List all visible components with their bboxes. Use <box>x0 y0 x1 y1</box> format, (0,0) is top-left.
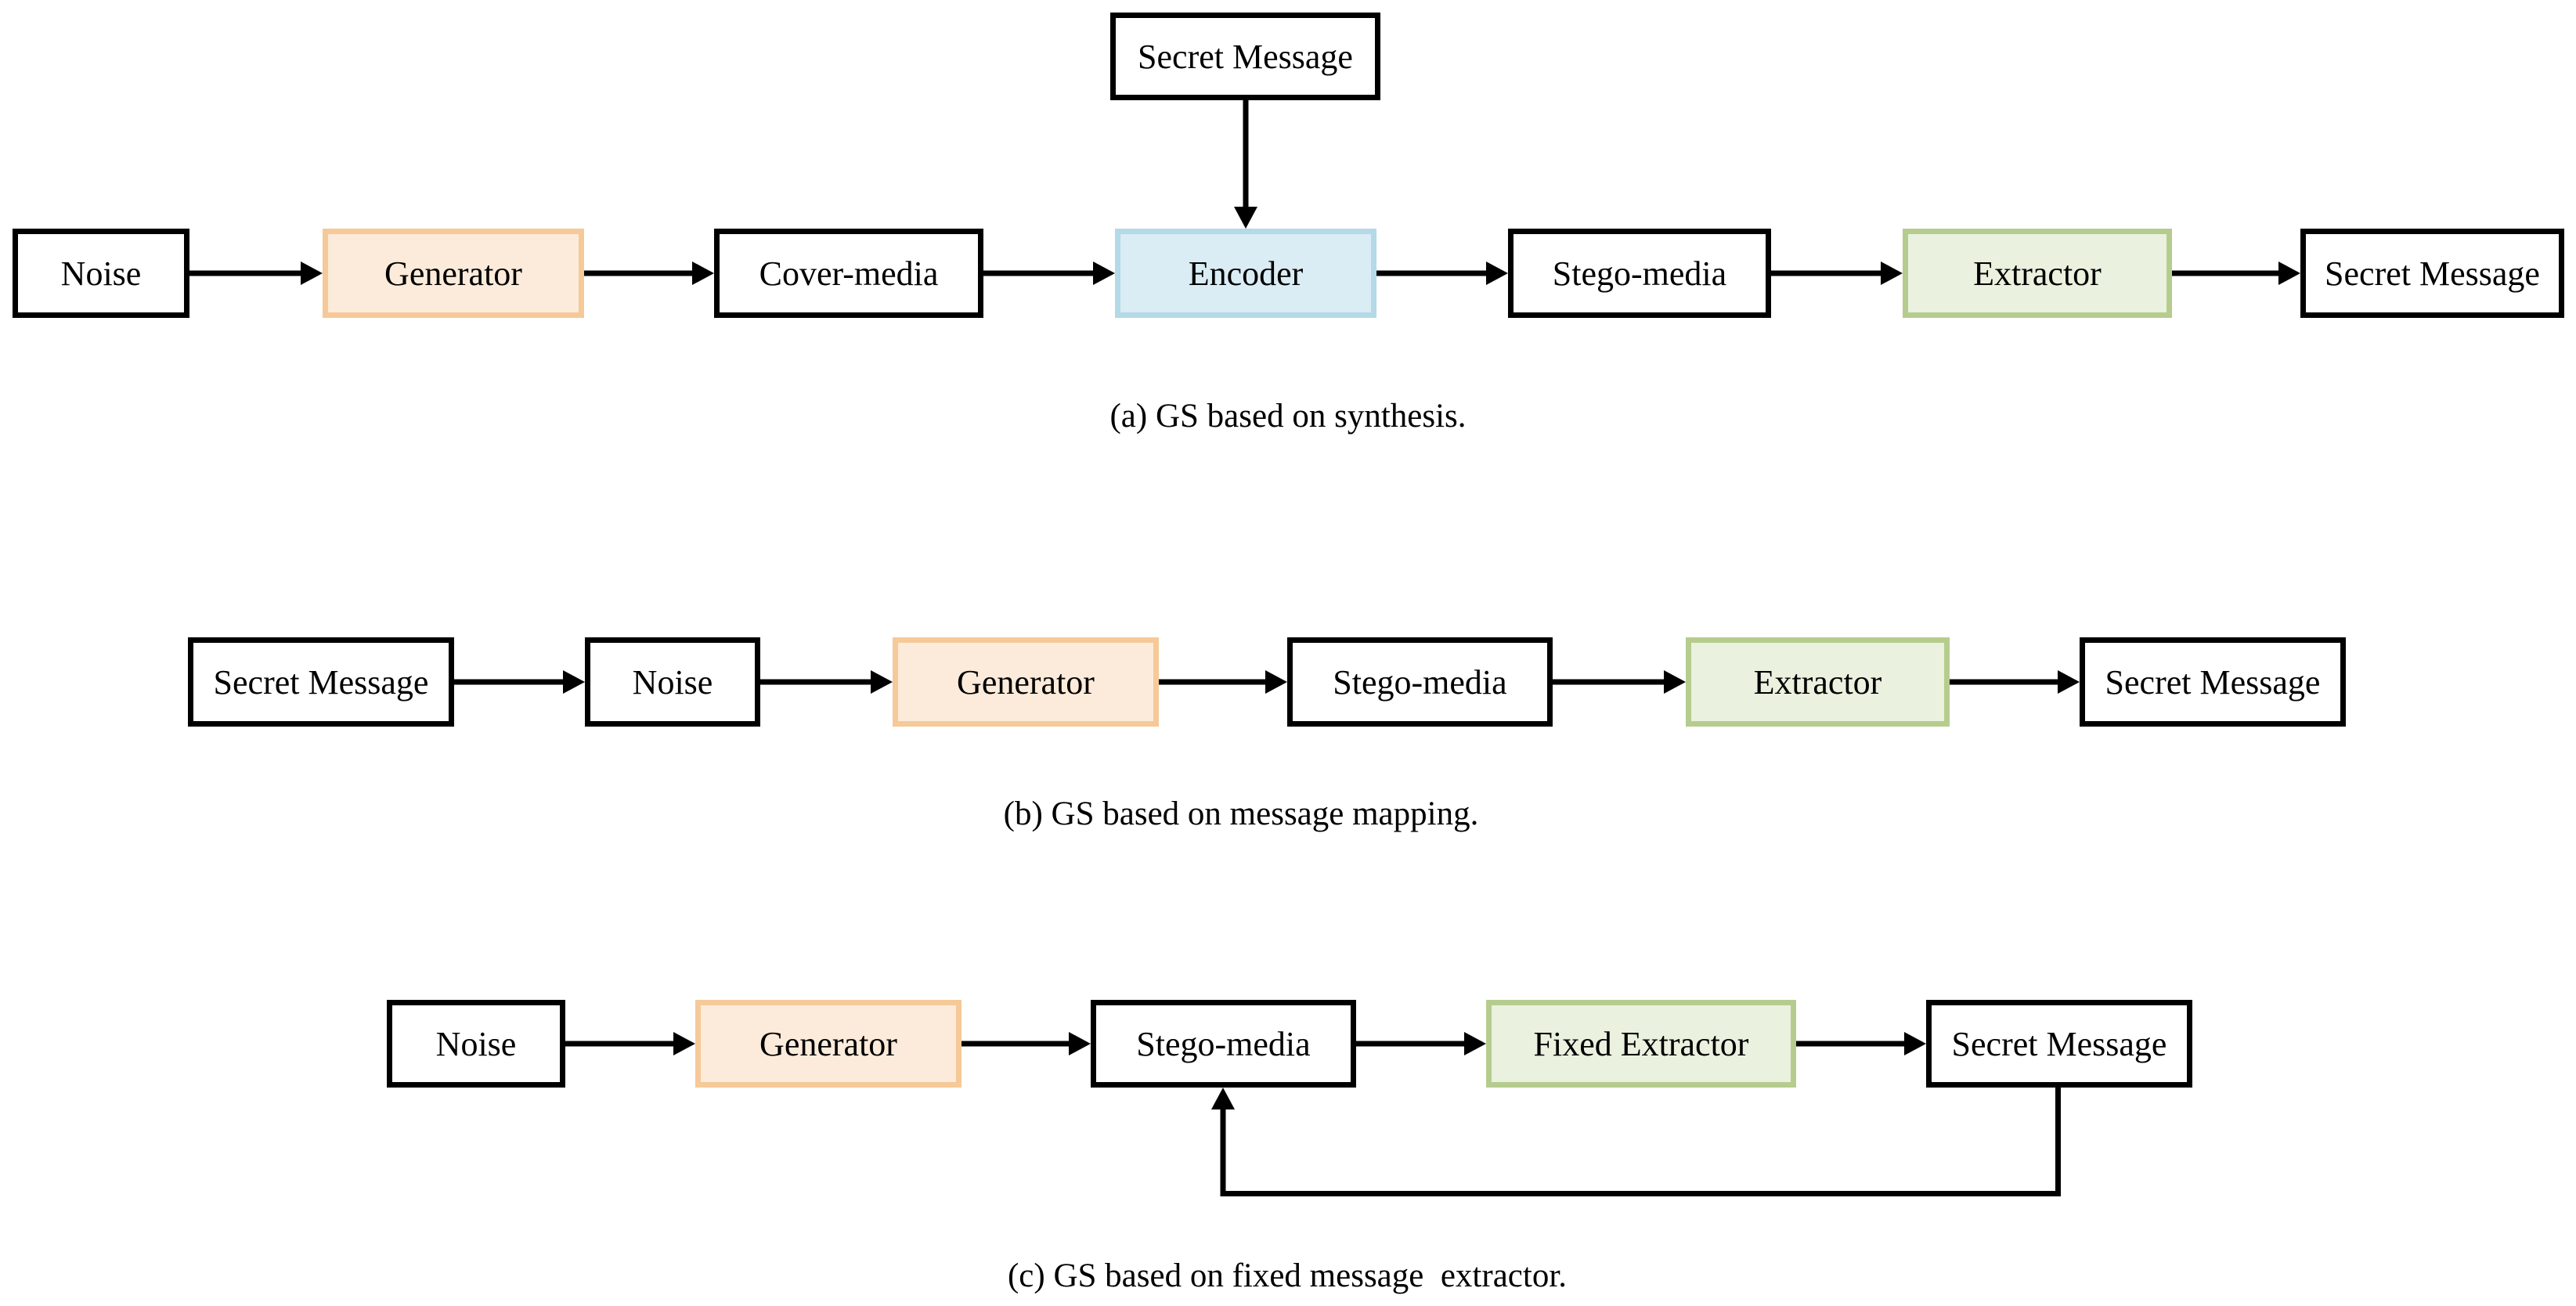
node-label: Extractor <box>1973 254 2102 293</box>
node-secret-message-output-c: Secret Message <box>1926 1000 2192 1088</box>
arrow-a-noise-generator <box>189 262 323 285</box>
node-label: Stego-media <box>1136 1024 1311 1063</box>
node-label: Fixed Extractor <box>1533 1024 1749 1063</box>
node-label: Extractor <box>1753 662 1882 702</box>
node-label: Secret Message <box>213 662 429 702</box>
arrow-a-encoder-stegomedia <box>1376 262 1508 285</box>
node-noise-c: Noise <box>387 1000 565 1088</box>
arrow-b-stegomedia-extractor <box>1553 670 1686 694</box>
arrow-c-generator-stegomedia <box>961 1032 1091 1055</box>
node-extractor-a: Extractor <box>1903 229 2172 318</box>
node-label: Noise <box>435 1024 517 1063</box>
node-label: Encoder <box>1188 254 1304 293</box>
node-label: Secret Message <box>1951 1024 2167 1063</box>
node-label: Stego-media <box>1333 662 1507 702</box>
node-stego-media-b: Stego-media <box>1287 637 1553 727</box>
node-label: Secret Message <box>1138 37 1353 76</box>
feedback-arrow-up-stegomedia <box>1211 1088 1235 1196</box>
node-label: Secret Message <box>2325 254 2540 293</box>
node-secret-message-output-b: Secret Message <box>2080 637 2346 727</box>
node-generator-b: Generator <box>893 637 1159 727</box>
node-fixed-extractor-c: Fixed Extractor <box>1486 1000 1796 1088</box>
node-label: Generator <box>384 254 522 293</box>
caption-a: (a) GS based on synthesis. <box>1109 398 1467 435</box>
node-extractor-b: Extractor <box>1686 637 1950 727</box>
node-label: Stego-media <box>1552 254 1727 293</box>
node-secret-message-input-b: Secret Message <box>188 637 454 727</box>
caption-c: (c) GS based on fixed message extractor. <box>1007 1257 1568 1294</box>
node-noise-b: Noise <box>585 637 760 727</box>
node-cover-media-a: Cover-media <box>714 229 983 318</box>
arrow-b-generator-stegomedia <box>1159 670 1287 694</box>
arrow-b-noise-generator <box>760 670 893 694</box>
node-label: Noise <box>60 254 142 293</box>
node-generator-c: Generator <box>695 1000 961 1088</box>
node-label: Generator <box>759 1024 897 1063</box>
node-secret-message-input-a: Secret Message <box>1110 13 1380 100</box>
arrow-c-noise-generator <box>565 1032 695 1055</box>
arrow-a-extractor-secret <box>2172 262 2300 285</box>
arrow-a-generator-covermedia <box>584 262 714 285</box>
node-encoder-a: Encoder <box>1115 229 1376 318</box>
node-label: Secret Message <box>2105 662 2321 702</box>
node-secret-message-output-a: Secret Message <box>2300 229 2564 318</box>
arrow-c-stegomedia-fixedextractor <box>1356 1032 1486 1055</box>
node-stego-media-a: Stego-media <box>1508 229 1771 318</box>
node-label: Noise <box>632 662 713 702</box>
arrow-c-fixedextractor-secret <box>1796 1032 1926 1055</box>
node-noise-a: Noise <box>13 229 189 318</box>
arrow-a-covermedia-encoder <box>983 262 1115 285</box>
arrow-secret-to-encoder <box>1234 100 1257 229</box>
arrow-b-extractor-secret <box>1950 670 2080 694</box>
node-label: Cover-media <box>759 254 939 293</box>
feedback-line-down <box>2055 1088 2061 1196</box>
node-label: Generator <box>957 662 1095 702</box>
caption-b: (b) GS based on message mapping. <box>1003 796 1479 832</box>
feedback-line-bottom <box>1221 1191 2061 1196</box>
node-stego-media-c: Stego-media <box>1091 1000 1356 1088</box>
arrow-a-stegomedia-extractor <box>1771 262 1903 285</box>
node-generator-a: Generator <box>323 229 584 318</box>
arrow-b-secret-noise <box>454 670 585 694</box>
